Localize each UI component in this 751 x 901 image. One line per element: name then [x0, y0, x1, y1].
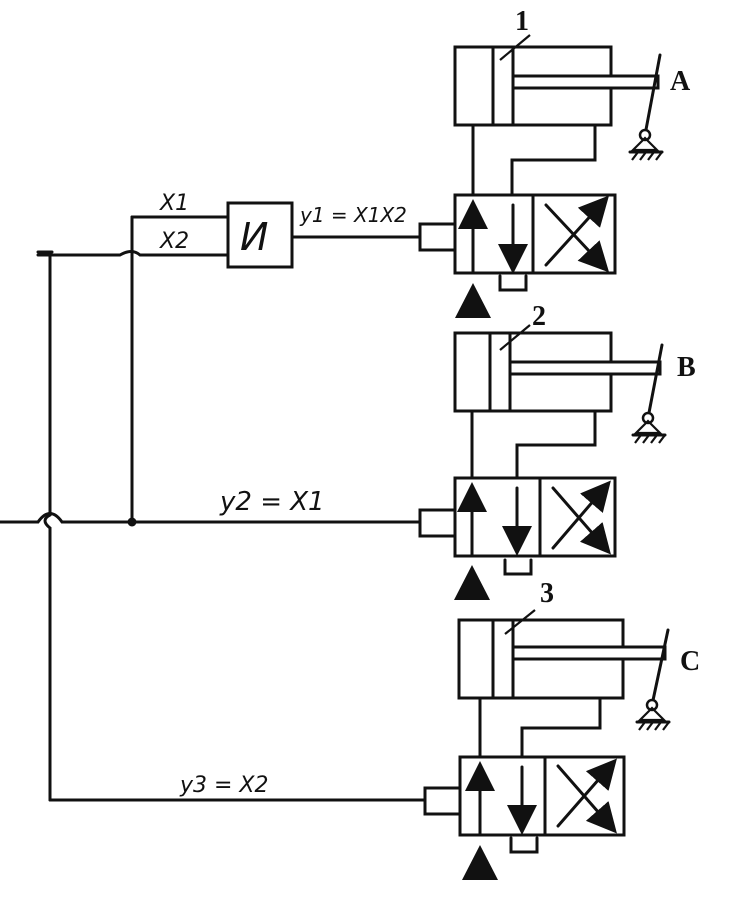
- lever-a: [643, 53, 662, 137]
- valve-2-actuator: [418, 508, 457, 538]
- valve-2: [453, 476, 617, 558]
- junction-dot: [127, 517, 137, 527]
- x2-label: X2: [159, 229, 189, 254]
- y2-label: y2 = X1: [219, 487, 325, 517]
- lever-c: [650, 628, 670, 707]
- valve-3: [458, 755, 626, 837]
- and-gate: [226, 201, 294, 269]
- unit-2-number: 2: [532, 301, 546, 332]
- piston-rod-2: [508, 360, 662, 376]
- and-gate-label: И: [240, 215, 268, 259]
- y1-label: y1 = X1X2: [299, 203, 407, 227]
- valve-1-actuator: [418, 222, 457, 252]
- input-lines: [0, 215, 427, 802]
- piston-rod-1: [511, 74, 660, 90]
- y2-line: [0, 512, 422, 524]
- output-c-label: C: [680, 646, 700, 677]
- valve-3-actuator: [423, 786, 462, 816]
- pump-triangle-1: [455, 283, 491, 318]
- unit-1-number: 1: [515, 6, 529, 37]
- y3-label: y3 = X2: [179, 773, 269, 798]
- pump-triangle-3: [462, 845, 498, 880]
- output-a-label: A: [670, 66, 691, 97]
- pump-triangle-2: [454, 565, 490, 600]
- output-b-label: B: [677, 352, 696, 383]
- unit-3-number: 3: [540, 578, 554, 609]
- piston-rod-3: [511, 645, 667, 661]
- lever-b: [646, 343, 664, 420]
- x2-vertical-bus: [43, 253, 52, 802]
- unit-3: [423, 609, 671, 880]
- valve-1: [453, 193, 617, 275]
- unit-2: [418, 324, 667, 600]
- unit-1: [418, 34, 664, 318]
- x1-label: X1: [159, 191, 189, 216]
